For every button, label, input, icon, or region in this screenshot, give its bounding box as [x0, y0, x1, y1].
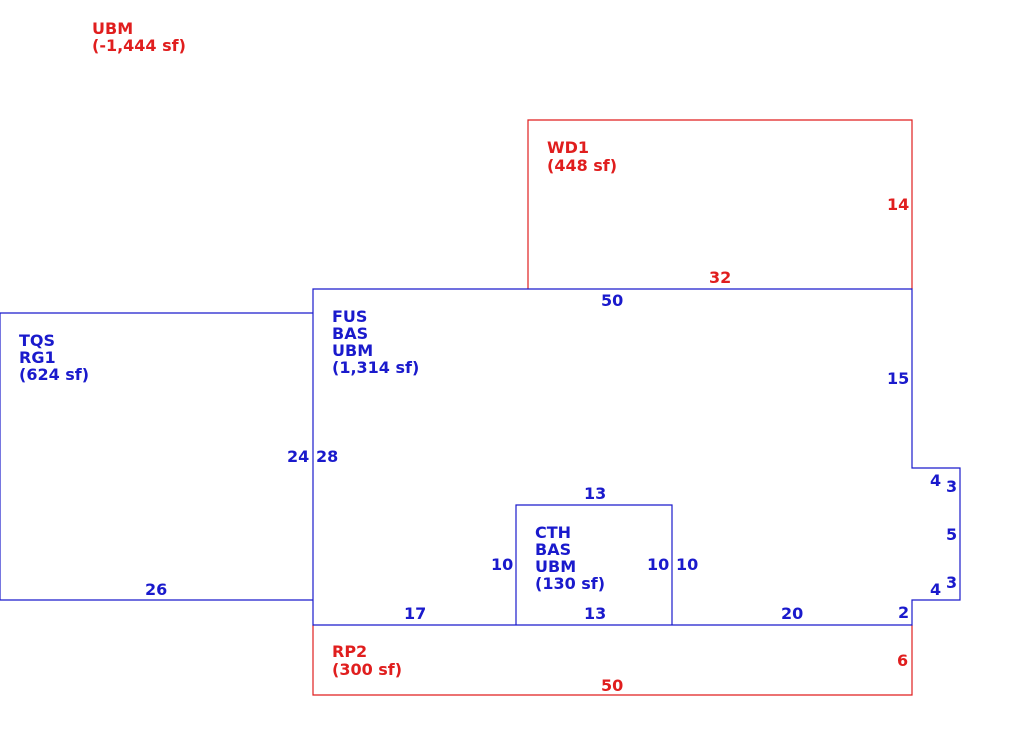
wd1-dim-bottom: 32: [709, 268, 731, 287]
main-code-2: BAS: [332, 324, 368, 343]
cth-code-1: CTH: [535, 523, 571, 542]
cth-code-2: BAS: [535, 540, 571, 559]
cth-dim-right-outer: 10: [676, 555, 698, 574]
main-dim-bump-right-bottom: 3: [946, 573, 957, 592]
wd1-outline: [527, 119, 913, 289]
main-dim-left: 28: [316, 447, 338, 466]
main-area: (1,314 sf): [332, 358, 419, 377]
main-dim-bump-top: 4: [930, 471, 941, 490]
tqs-dim-right: 24: [287, 447, 309, 466]
rp2-area: (300 sf): [332, 660, 402, 679]
main-dim-bump-right: 5: [946, 525, 957, 544]
rp2-code: RP2: [332, 642, 367, 661]
note-code: UBM: [92, 19, 133, 38]
wd1-dim-side: 14: [887, 195, 909, 214]
main-dim-bump-right-top: 3: [946, 477, 957, 496]
main-outline: [312, 288, 961, 626]
cth-dim-top: 13: [584, 484, 606, 503]
cth-dim-right-inner: 10: [647, 555, 669, 574]
main-dim-bottom-right: 20: [781, 604, 803, 623]
cth-dim-left: 10: [491, 555, 513, 574]
main-code-3: UBM: [332, 341, 373, 360]
rp2-outline: [312, 625, 913, 696]
wd1-area: (448 sf): [547, 156, 617, 175]
tqs-area: (624 sf): [19, 365, 89, 384]
main-dim-top: 50: [601, 291, 623, 310]
main-code-1: FUS: [332, 307, 367, 326]
rp2-dim-side: 6: [897, 651, 908, 670]
rp2-dim-bottom: 50: [601, 676, 623, 695]
cth-area: (130 sf): [535, 574, 605, 593]
note-area: (-1,444 sf): [92, 36, 186, 55]
tqs-outline: [0, 312, 313, 601]
cth-outline: [515, 504, 673, 625]
main-dim-right: 15: [887, 369, 909, 388]
cth-code-3: UBM: [535, 557, 576, 576]
wd1-code: WD1: [547, 138, 589, 157]
main-dim-notch-bottom: 2: [898, 603, 909, 622]
main-dim-bottom-left: 17: [404, 604, 426, 623]
tqs-dim-bottom: 26: [145, 580, 167, 599]
cth-dim-bottom: 13: [584, 604, 606, 623]
tqs-code-2: RG1: [19, 348, 56, 367]
tqs-code-1: TQS: [19, 331, 55, 350]
main-dim-bump-bottom: 4: [930, 580, 941, 599]
